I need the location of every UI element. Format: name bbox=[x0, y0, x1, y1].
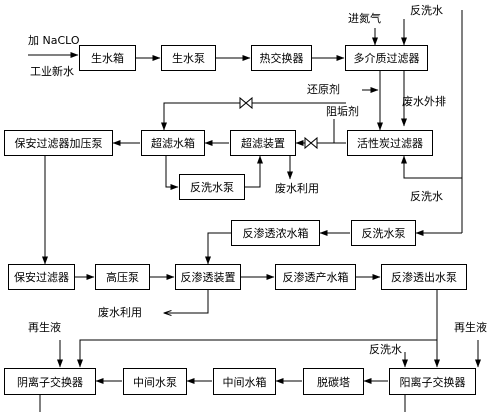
waste-drain-label: 废水外排 bbox=[402, 95, 446, 108]
antiscalant-label: 阻垢剂 bbox=[326, 105, 359, 118]
raw-water-pump-box: 生水泵 bbox=[161, 45, 216, 71]
regen-left-label: 再生液 bbox=[28, 321, 61, 334]
add-naclo-label: 加 NaCLO bbox=[28, 34, 80, 47]
backwash-right-label: 反洗水 bbox=[410, 190, 443, 203]
backwash-right-loop bbox=[401, 10, 463, 179]
intermediate-tank-box: 中间水箱 bbox=[213, 368, 276, 395]
security-filter-box: 保安过滤器 bbox=[8, 264, 75, 290]
activated-carbon-filter-box: 活性炭过滤器 bbox=[347, 130, 433, 156]
waste-reuse-2-label: 废水利用 bbox=[98, 306, 142, 319]
backwash-top-label: 反洗水 bbox=[410, 4, 443, 17]
ro-outlet-pump-box: 反渗透出水泵 bbox=[381, 264, 467, 290]
raw-water-tank-box: 生水箱 bbox=[79, 45, 136, 71]
flow-conc-to-ro bbox=[205, 232, 231, 265]
backwash-bottom-label: 反洗水 bbox=[369, 343, 402, 356]
reductant-label: 还原剂 bbox=[307, 83, 340, 96]
security-filter-booster-pump-box: 保安过滤器加压泵 bbox=[4, 130, 113, 156]
anion-exchanger-box: 阴离子交换器 bbox=[4, 368, 96, 395]
ro-waste-line bbox=[164, 290, 209, 313]
regen-right-label: 再生液 bbox=[454, 321, 487, 334]
valve-icon bbox=[304, 136, 318, 150]
ultrafiltration-tank-box: 超滤水箱 bbox=[141, 130, 205, 156]
ro-backwash-pump-box: 反洗水泵 bbox=[351, 220, 416, 246]
heat-exchanger-box: 热交换器 bbox=[251, 45, 312, 71]
bypass-line bbox=[161, 102, 346, 131]
waste-reuse-1-label: 废水利用 bbox=[275, 182, 319, 195]
cation-exchanger-box: 阳离子交换器 bbox=[389, 368, 476, 395]
ultrafiltration-unit-box: 超滤装置 bbox=[230, 130, 296, 156]
decarbonator-box: 脱碳塔 bbox=[303, 368, 364, 395]
intermediate-pump-box: 中间水泵 bbox=[123, 368, 187, 395]
industrial-water-label: 工业新水 bbox=[30, 65, 74, 78]
multimedia-filter-box: 多介质过滤器 bbox=[345, 45, 428, 71]
flow-bwpump-to-uf bbox=[245, 155, 263, 188]
flow-uftank-to-bwpump bbox=[165, 156, 179, 190]
nitrogen-in-label: 进氮气 bbox=[348, 12, 381, 25]
ro-unit-box: 反渗透装置 bbox=[175, 264, 241, 290]
high-pressure-pump-box: 高压泵 bbox=[95, 264, 150, 290]
backwash-pump-uf-box: 反洗水泵 bbox=[179, 174, 245, 200]
ro-product-tank-box: 反渗透产水箱 bbox=[275, 264, 356, 290]
valve-icon bbox=[239, 96, 253, 110]
backwash-left-line bbox=[77, 339, 437, 368]
ro-concentrate-tank-box: 反渗透浓水箱 bbox=[231, 220, 320, 246]
